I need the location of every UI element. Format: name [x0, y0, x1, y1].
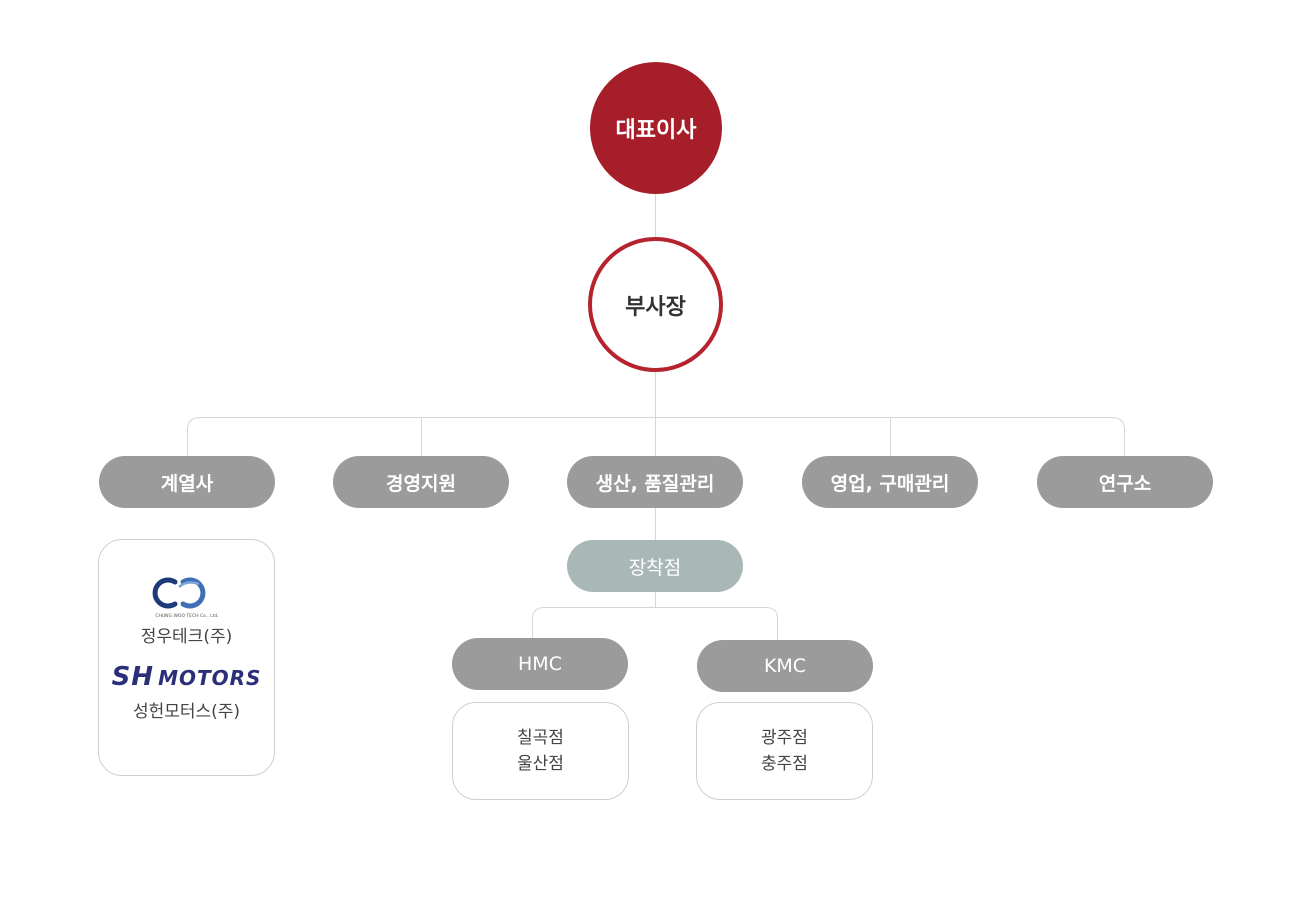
dept-sales-purchasing: 영업, 구매관리 — [802, 456, 978, 508]
sh-motors-logo-word: MOTORS — [158, 666, 262, 690]
affiliate-sh-motors: SH MOTORS 성헌모터스(주) — [112, 650, 262, 725]
sh-motors-logo: SH MOTORS — [112, 664, 262, 691]
sh-motors-logo-mark: SH — [111, 662, 155, 692]
dept-production-quality: 생산, 품질관리 — [567, 456, 743, 508]
site-name: 칠곡점 — [517, 728, 564, 748]
sub-unit-installation-shop: 장착점 — [567, 540, 743, 592]
dept-management-support: 경영지원 — [333, 456, 509, 508]
affiliate-name: 정우테크(주) — [140, 627, 233, 647]
site-name: 광주점 — [761, 728, 808, 748]
ceo-node: 대표이사 — [590, 62, 722, 194]
chungwoo-tech-logo: CHUNG WOO TECH Co., Ltd. — [152, 577, 218, 619]
dept-affiliates: 계열사 — [99, 456, 275, 508]
branch-kmc: KMC — [697, 640, 873, 692]
affiliate-chungwoo: CHUNG WOO TECH Co., Ltd. 정우테크(주) — [139, 574, 235, 650]
branch-hmc: HMC — [452, 638, 628, 690]
site-name: 울산점 — [517, 754, 564, 774]
site-name: 충주점 — [761, 754, 808, 774]
kmc-sites-box: 광주점 충주점 — [696, 702, 873, 800]
affiliate-name: 성헌모터스(주) — [132, 702, 241, 722]
affiliates-box: CHUNG WOO TECH Co., Ltd. 정우테크(주) SH MOTO… — [98, 539, 275, 776]
chungwoo-logo-text: CHUNG WOO TECH Co., Ltd. — [155, 613, 218, 619]
hmc-sites-box: 칠곡점 울산점 — [452, 702, 629, 800]
vice-president-node: 부사장 — [588, 237, 723, 372]
dept-research-lab: 연구소 — [1037, 456, 1213, 508]
